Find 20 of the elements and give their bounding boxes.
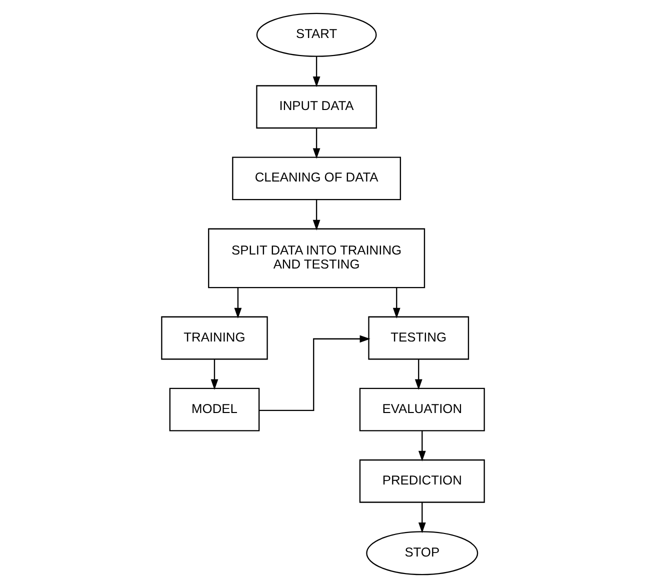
arrow: [312, 200, 320, 230]
node-box: EVALUATION: [358, 388, 484, 432]
arrow: [418, 431, 426, 462]
node-ellipse: STOP: [366, 531, 478, 576]
arrow: [418, 502, 426, 534]
node-box: SPLIT DATA INTO TRAINING AND TESTING: [208, 228, 425, 288]
node-box: TRAINING: [160, 316, 268, 360]
node-box: CLEANING OF DATA: [232, 156, 401, 200]
node-ellipse: START: [256, 12, 376, 57]
arrow: [392, 288, 400, 319]
arrow: [210, 359, 218, 390]
arrow: [312, 128, 320, 159]
arrow: [312, 56, 320, 88]
arrow: [414, 359, 422, 390]
arrow: [258, 335, 370, 412]
node-box: PREDICTION: [358, 459, 484, 503]
node-box: TESTING: [368, 316, 469, 360]
node-box: MODEL: [168, 388, 260, 432]
node-box: INPUT DATA: [256, 85, 376, 129]
arrow: [234, 288, 242, 319]
